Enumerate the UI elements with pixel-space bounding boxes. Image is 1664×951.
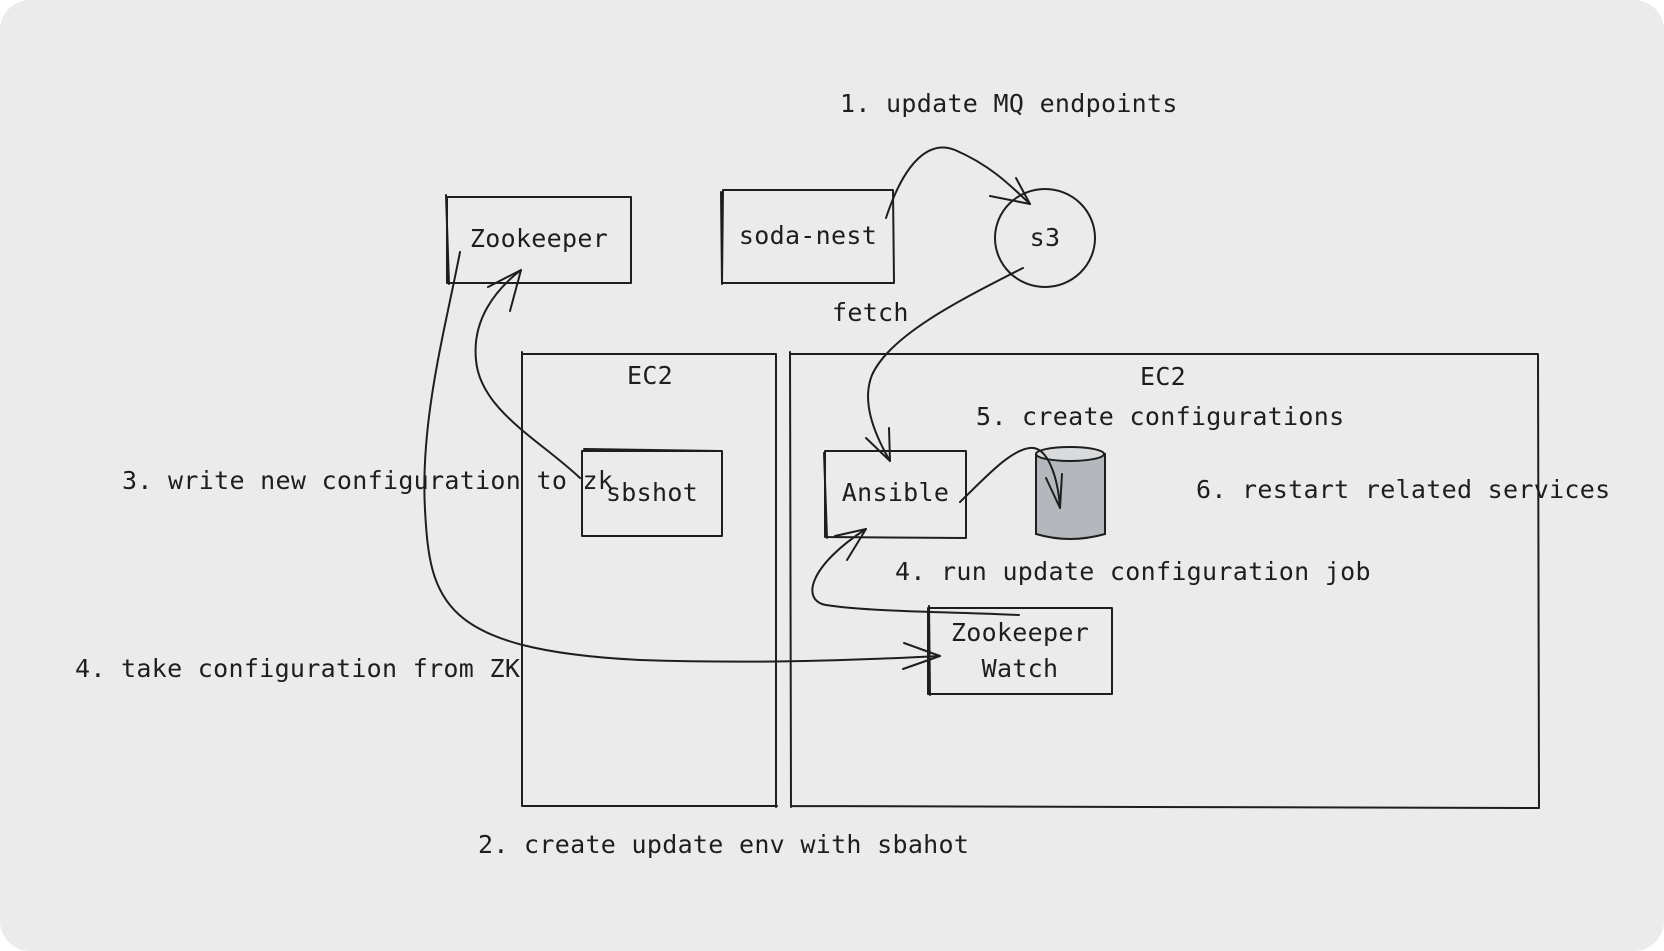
ansible-label: Ansible <box>841 478 950 507</box>
arrow-s3-to-ansible <box>865 267 1024 462</box>
sbshot-box <box>581 448 723 537</box>
step4-take-label: 4. take configuration from ZK <box>75 654 521 683</box>
step3-label: 3. write new configuration to zk <box>122 466 614 495</box>
s3-circle <box>994 188 1096 288</box>
step2-label: 2. create update env with sbahot <box>478 830 970 859</box>
ec2-left-container <box>521 351 778 808</box>
step6-label: 6. restart related services <box>1196 475 1611 504</box>
ec2-left-label: EC2 <box>626 361 674 390</box>
soda-nest-label: soda-nest <box>738 221 878 250</box>
ec2-right-container <box>789 351 1540 809</box>
arrow-soda-nest-to-s3 <box>885 146 1031 219</box>
zookeeper-watch-box <box>927 605 1113 696</box>
arrow-zookeeper-to-watch <box>423 251 941 670</box>
step5-label: 5. create configurations <box>976 402 1345 431</box>
config-cylinder <box>1035 446 1106 540</box>
arrow-sbshot-to-zookeeper <box>474 269 581 479</box>
ec2-right-label: EC2 <box>1139 362 1187 391</box>
fetch-label: fetch <box>832 298 909 327</box>
ansible-box <box>823 450 967 539</box>
sbshot-label: sbshot <box>605 478 699 507</box>
soda-nest-box <box>720 189 895 285</box>
step4-run-label: 4. run update configuration job <box>895 557 1371 586</box>
zookeeper-watch-label-line2: Watch <box>981 654 1059 683</box>
arrow-watch-to-ansible <box>811 528 1020 616</box>
arrow-ansible-to-cylinder <box>959 446 1063 509</box>
zookeeper-watch-label-line1: Zookeeper <box>950 618 1090 647</box>
s3-label: s3 <box>1029 223 1061 252</box>
step1-label: 1. update MQ endpoints <box>840 89 1178 118</box>
zookeeper-label: Zookeeper <box>469 224 609 253</box>
zookeeper-box <box>445 194 632 285</box>
